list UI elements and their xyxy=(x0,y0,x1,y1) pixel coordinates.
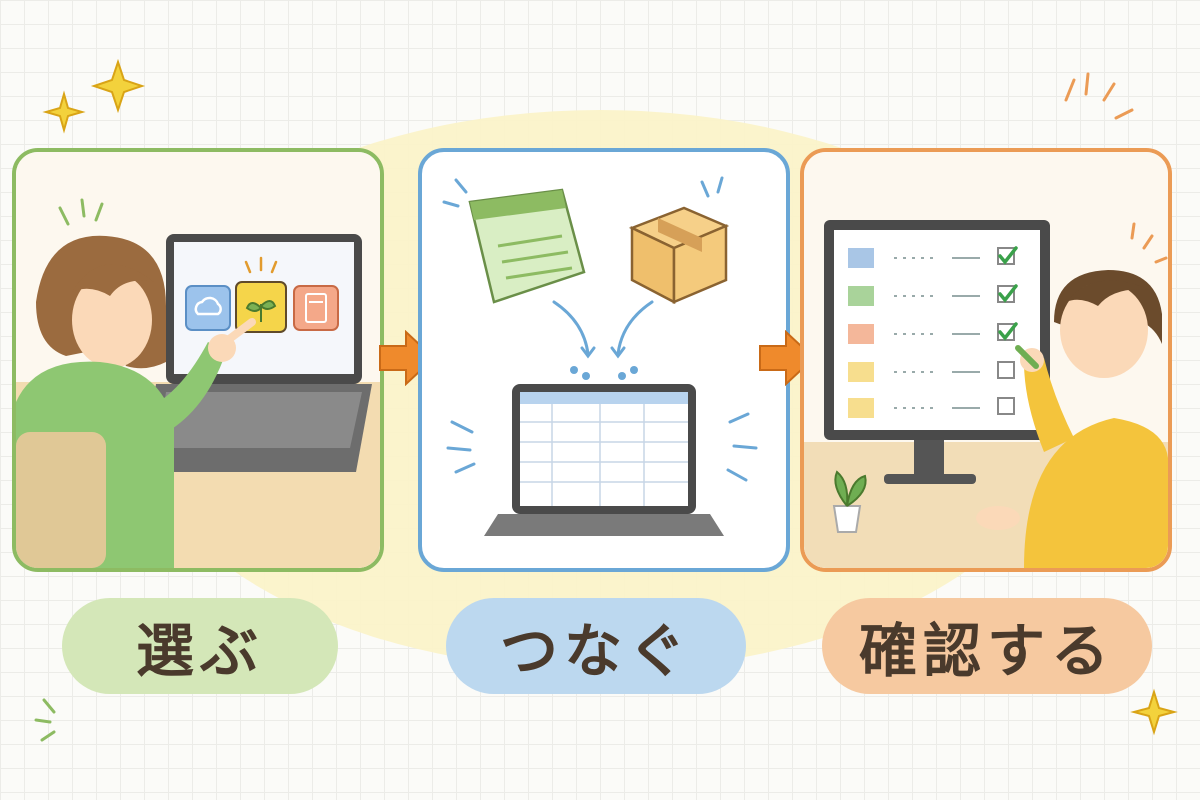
sparkle-icon xyxy=(42,58,146,134)
step-label-choose: 選ぶ xyxy=(62,598,338,694)
app-tile-calculator[interactable] xyxy=(293,285,339,331)
step-panel-choose xyxy=(12,148,384,572)
checkmark-icon xyxy=(998,246,1018,341)
calculator-icon xyxy=(305,293,327,323)
step-label-connect: つなぐ xyxy=(446,598,746,694)
package-box-icon xyxy=(628,206,730,305)
man-figure xyxy=(976,270,1168,568)
emphasis-lines xyxy=(34,698,56,742)
sparkle-icon xyxy=(1130,688,1178,736)
app-tile-seedling[interactable] xyxy=(235,256,287,333)
woman-figure xyxy=(16,235,256,568)
checklist xyxy=(848,246,1018,418)
step-label-confirm: 確認する xyxy=(822,598,1152,694)
app-tile-cloud[interactable] xyxy=(185,285,231,331)
laptop xyxy=(484,384,724,536)
step-panel-confirm xyxy=(800,148,1172,572)
laptop xyxy=(142,234,372,472)
potted-plant xyxy=(832,470,867,533)
cloud-icon xyxy=(194,296,222,316)
step-panel-connect xyxy=(418,148,790,572)
emphasis-lines xyxy=(1064,72,1134,120)
ledger-icon xyxy=(468,188,586,304)
seedling-icon xyxy=(245,300,277,322)
